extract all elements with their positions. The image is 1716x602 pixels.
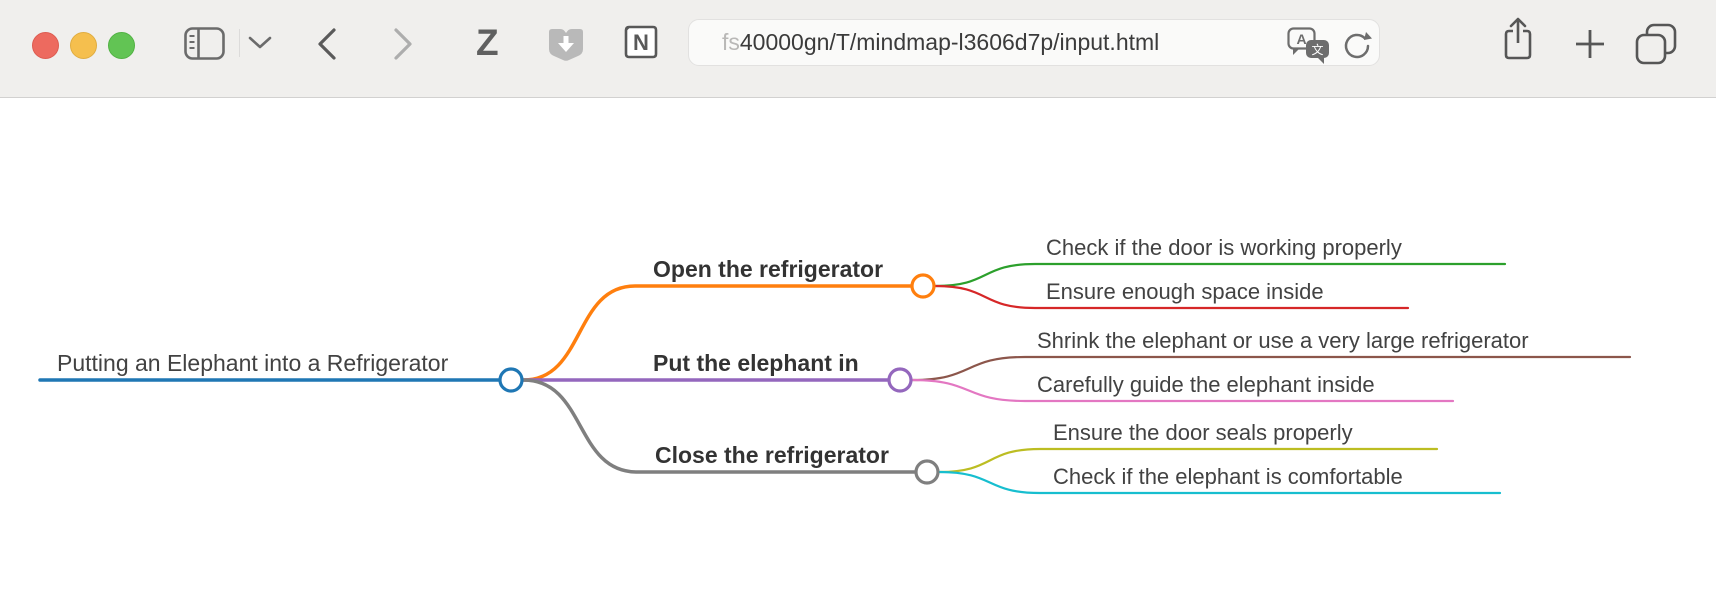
mindmap-node-label-comfortable: Check if the elephant is comfortable <box>1053 464 1403 489</box>
browser-toolbar: Z N fs40000gn/T/mindmap-l3606d7p/input.h… <box>0 0 1716 98</box>
mindmap-node-toggle-close[interactable] <box>914 459 940 485</box>
new-tab-plus-icon[interactable] <box>1574 29 1606 59</box>
mindmap-node-toggle-put[interactable] <box>887 367 913 393</box>
reload-icon[interactable] <box>1341 30 1373 62</box>
address-bar[interactable]: fs40000gn/T/mindmap-l3606d7p/input.html … <box>688 19 1380 66</box>
mindmap-node-label-ensure-space: Ensure enough space inside <box>1046 279 1324 304</box>
url-text: fs40000gn/T/mindmap-l3606d7p/input.html <box>722 20 1159 65</box>
share-icon[interactable] <box>1500 14 1536 62</box>
notion-letter: N <box>633 30 649 55</box>
mindmap-link-close <box>521 378 917 474</box>
mindmap-node-label-root: Putting an Elephant into a Refrigerator <box>57 350 449 376</box>
minimize-window-button[interactable] <box>70 32 97 59</box>
svg-text:A: A <box>1296 31 1306 47</box>
url-faded-prefix: fs <box>722 29 740 55</box>
mindmap-node-label-put: Put the elephant in <box>653 350 859 376</box>
mindmap-link-shrink <box>911 355 1632 382</box>
close-window-button[interactable] <box>32 32 59 59</box>
mindmap-node-label-guide: Carefully guide the elephant inside <box>1037 372 1375 397</box>
mindmap-node-toggle-open[interactable] <box>910 273 936 299</box>
mindmap-node-label-check-door: Check if the door is working properly <box>1046 235 1402 260</box>
sidebar-toggle-icon[interactable] <box>184 27 226 61</box>
mindmap-node-label-shrink: Shrink the elephant or use a very large … <box>1037 328 1529 353</box>
mindmap-node-label-close: Close the refrigerator <box>655 442 889 468</box>
svg-text:文: 文 <box>1311 42 1323 57</box>
forward-button-icon[interactable] <box>390 27 418 61</box>
zotero-extension-icon[interactable]: Z <box>476 22 499 63</box>
zoom-window-button[interactable] <box>108 32 135 59</box>
tab-overview-icon[interactable] <box>1634 23 1682 65</box>
mindmap-node-label-open: Open the refrigerator <box>653 256 883 282</box>
mindmap-link-check-door <box>934 262 1507 288</box>
chevron-down-icon[interactable] <box>248 36 272 50</box>
mindmap-link-guide <box>911 378 1455 403</box>
mindmap-link-seals <box>938 447 1439 474</box>
notion-extension-icon[interactable]: N <box>622 25 658 61</box>
mindmap-link-ensure-space <box>934 284 1410 310</box>
mindmap-node-label-seals: Ensure the door seals properly <box>1053 420 1353 445</box>
mindmap-node-toggle-root[interactable] <box>498 367 524 393</box>
toolbar-divider <box>239 29 240 57</box>
url-path: 40000gn/T/mindmap-l3606d7p/input.html <box>739 29 1160 55</box>
mindmap-link-open <box>521 284 913 382</box>
back-button-icon[interactable] <box>312 27 340 61</box>
mindmap-link-comfortable <box>938 470 1502 495</box>
download-extension-icon[interactable] <box>548 26 584 62</box>
translate-icon[interactable]: A 文 <box>1287 27 1331 65</box>
